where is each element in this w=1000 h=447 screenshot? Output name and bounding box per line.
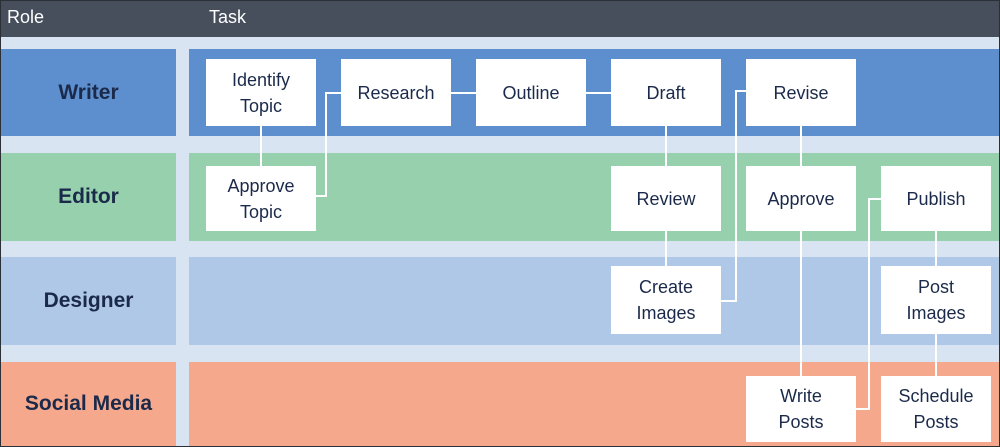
task-post-images: Post Images xyxy=(881,266,991,334)
task-approve-topic: Approve Topic xyxy=(206,166,316,231)
connector-create-images-to-revise xyxy=(721,90,746,302)
task-identify-topic: Identify Topic xyxy=(206,59,316,126)
lane-area-social-media xyxy=(189,362,999,446)
task-publish: Publish xyxy=(881,166,991,231)
task-approve: Approve xyxy=(746,166,856,231)
task-review: Review xyxy=(611,166,721,231)
role-column-header: Role xyxy=(7,7,45,27)
task-draft: Draft xyxy=(611,59,721,126)
task-write-posts: Write Posts xyxy=(746,376,856,442)
connector-approve-topic-to-research xyxy=(316,92,341,197)
lane-label-social-media: Social Media xyxy=(1,362,176,446)
task-revise: Revise xyxy=(746,59,856,126)
lane-area-designer xyxy=(189,257,999,345)
task-research: Research xyxy=(341,59,451,126)
task-column-header: Task xyxy=(209,7,247,27)
connector-write-posts-to-publish xyxy=(856,198,881,410)
lane-label-editor: Editor xyxy=(1,153,176,241)
task-schedule-posts: Schedule Posts xyxy=(881,376,991,442)
task-outline: Outline xyxy=(476,59,586,126)
header-bar: Role Task xyxy=(1,1,999,37)
task-create-images: Create Images xyxy=(611,266,721,334)
lane-label-designer: Designer xyxy=(1,257,176,345)
lane-label-writer: Writer xyxy=(1,49,176,136)
